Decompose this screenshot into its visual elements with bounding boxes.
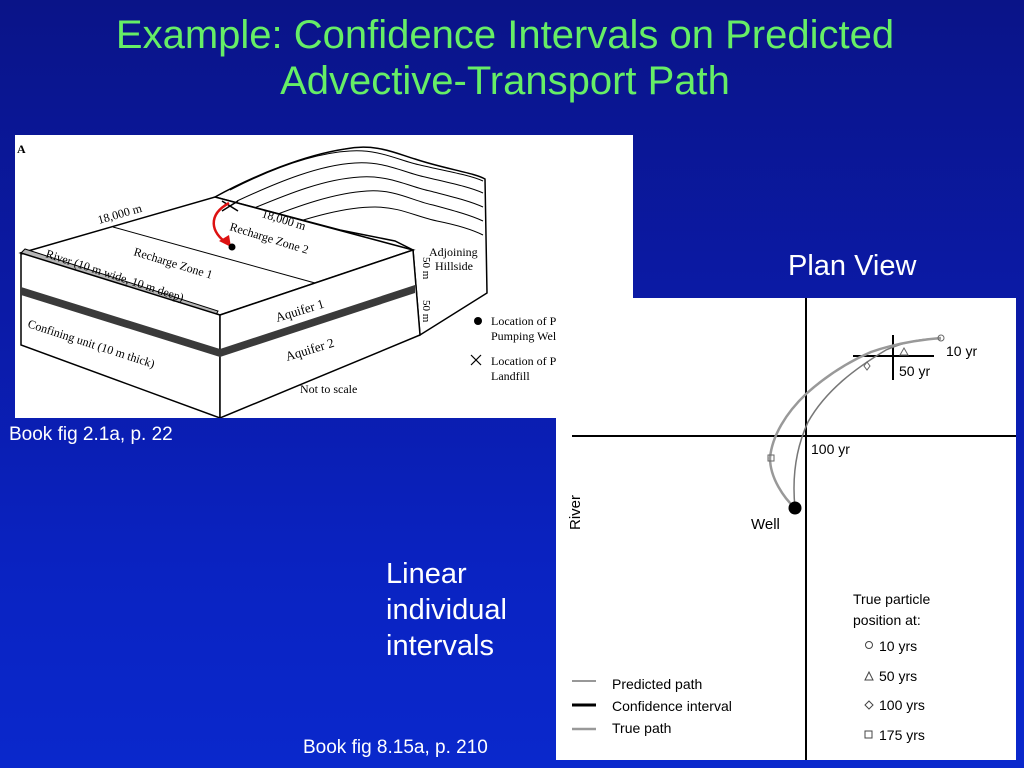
legend-50yrs-label: 50 yrs [879, 668, 917, 684]
well-icon [788, 501, 802, 515]
well-dot-icon [228, 243, 236, 251]
hillside-contours [229, 150, 484, 236]
plan-view-diagram: 10 yr 50 yr 100 yr River Well Predicted … [567, 298, 1016, 760]
panel-letter: A [17, 142, 26, 156]
slide-title-line-1: Example: Confidence Intervals on Predict… [115, 13, 895, 57]
legend-landfill-icon [470, 354, 482, 366]
legend-50yrs-icon [864, 670, 874, 681]
label-10yr: 10 yr [946, 343, 977, 359]
legend-predicted-label: Predicted path [612, 676, 702, 692]
plan-view-figure: 10 yr 50 yr 100 yr River Well Predicted … [556, 298, 1016, 760]
confining-layer-front [21, 287, 220, 357]
well-label: Well [751, 516, 780, 533]
legend-175yrs-icon [864, 730, 873, 739]
not-to-scale-label: Not to scale [300, 382, 357, 396]
legend-wells-line-2: Pumping Wells [491, 329, 564, 343]
linear-intervals-line-3: intervals [386, 630, 494, 662]
marker-100yr-icon [863, 361, 871, 371]
legend-well-icon [474, 317, 482, 325]
right-face [219, 248, 421, 420]
legend-175yrs-label: 175 yrs [879, 727, 925, 743]
flow-arrow-head-icon [219, 235, 231, 247]
legend-true-label: True path [612, 720, 671, 736]
slide-title-line-2: Advective-Transport Path [280, 59, 730, 103]
linear-intervals-line-1: Linear [386, 558, 467, 590]
dim-50m-top: 50 m [420, 257, 432, 280]
slide-title: Example: Confidence Intervals on Predict… [0, 12, 1010, 104]
block-diagram: A 18,000 m 18,000 m Recharge Zone 2 Rech… [17, 142, 594, 420]
linear-intervals-caption: Linear individual intervals [386, 556, 507, 664]
hillside-block [212, 146, 488, 337]
block-diagram-figure: A 18,000 m 18,000 m Recharge Zone 2 Rech… [15, 135, 633, 420]
adjoining-hillside-line-2: Hillside [435, 259, 473, 273]
true-particle-line-1: True particle [853, 591, 931, 607]
confining-layer-side [220, 285, 415, 357]
legend-landfill-line-2: Landfill [491, 369, 530, 383]
landfill-marker-icon [221, 200, 239, 212]
marker-175yr-icon [767, 454, 775, 462]
book-fig-a-caption: Book fig 2.1a, p. 22 [9, 424, 173, 445]
legend-100yrs-icon [864, 700, 874, 710]
label-100yr: 100 yr [811, 441, 850, 457]
marker-50yr-icon [899, 346, 909, 356]
true-particle-line-2: position at: [853, 612, 921, 628]
true-path [768, 336, 942, 509]
label-50yr: 50 yr [899, 363, 930, 379]
legend-10yrs-label: 10 yrs [879, 638, 917, 654]
legend-confidence-label: Confidence interval [612, 698, 732, 714]
zone-divider [112, 226, 316, 284]
legend-100yrs-label: 100 yrs [879, 697, 925, 713]
legend-10yrs-icon [865, 641, 873, 649]
book-fig-b-caption: Book fig 8.15a, p. 210 [303, 737, 488, 758]
linear-intervals-line-2: individual [386, 594, 507, 626]
marker-10yr-icon [937, 334, 945, 342]
plan-view-caption: Plan View [788, 250, 917, 282]
river-label: River [567, 495, 584, 530]
dim-50m-bottom: 50 m [420, 300, 432, 323]
adjoining-hillside-line-1: Adjoining [429, 245, 478, 259]
10yr-crosshair [853, 335, 934, 380]
